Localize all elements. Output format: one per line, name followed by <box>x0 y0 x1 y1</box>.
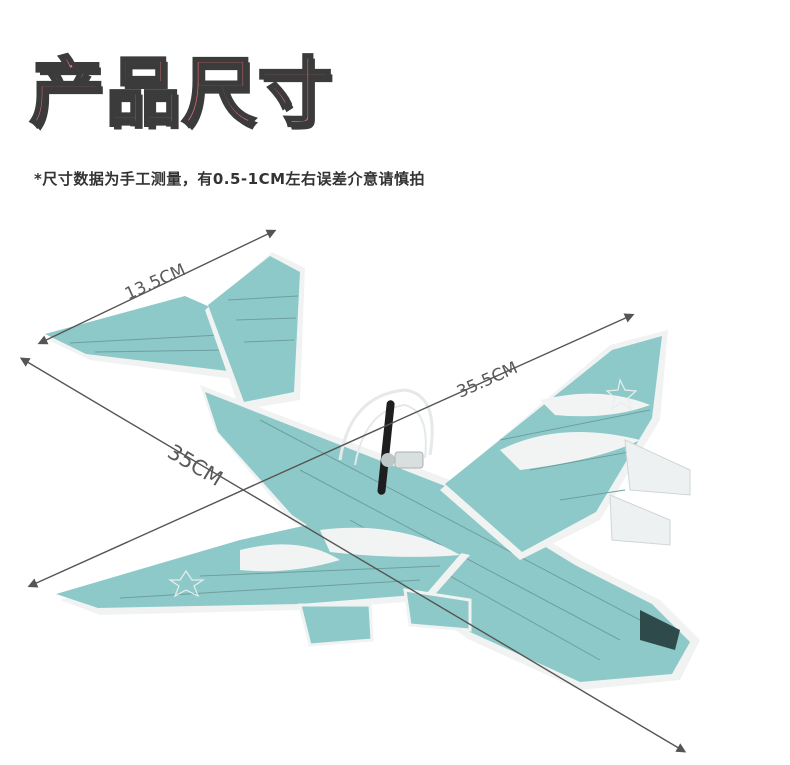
dimension-length <box>19 357 687 753</box>
label-wingspan: 35.5CM <box>454 358 521 402</box>
page-title: 产品尺寸 <box>29 50 334 136</box>
measurement-note: *尺寸数据为手工测量，有0.5-1CM左右误差介意请慎拍 <box>34 170 426 188</box>
label-length: 35CM <box>163 440 226 491</box>
vertical-fin <box>205 252 305 410</box>
